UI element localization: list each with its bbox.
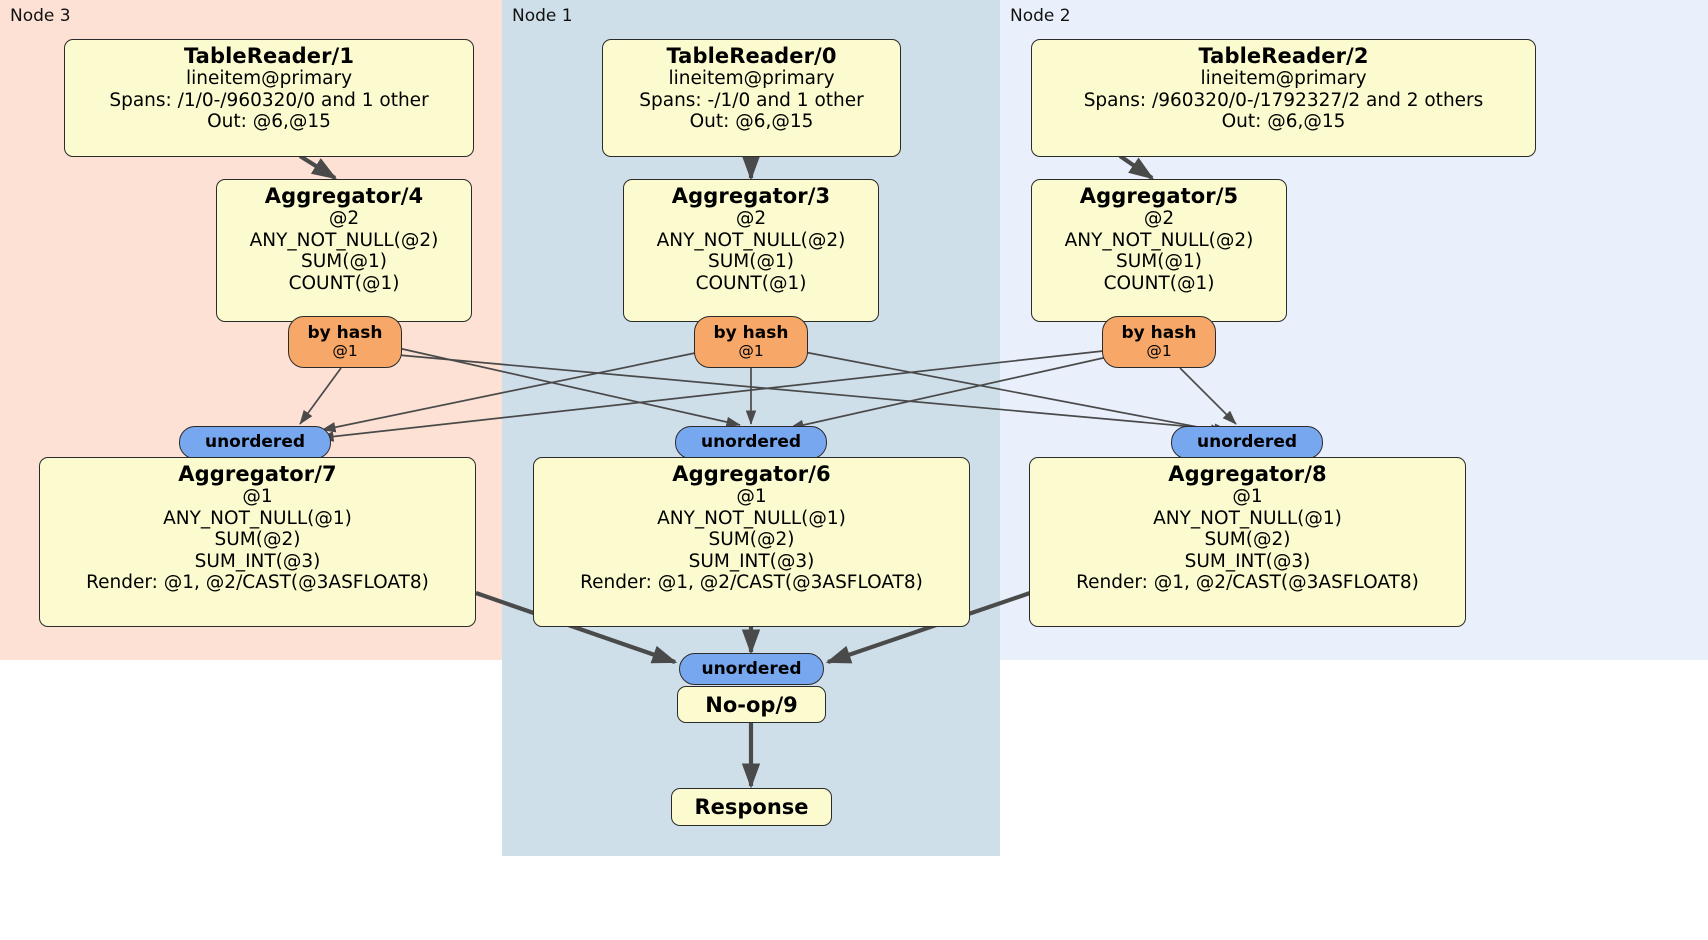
processor-tablereader-2[interactable]: TableReader/2 lineitem@primary Spans: /9… — [1031, 39, 1536, 157]
processor-title: Aggregator/5 — [1079, 184, 1239, 208]
processor-title: Aggregator/7 — [178, 462, 337, 486]
router-column-label: @1 — [738, 341, 764, 360]
processor-detail-line: SUM_INT(@3) — [688, 550, 815, 572]
processor-title: Aggregator/4 — [264, 184, 424, 208]
processor-aggregator-7[interactable]: Aggregator/7 @1 ANY_NOT_NULL(@1) SUM(@2)… — [39, 457, 476, 627]
processor-detail-line: @1 — [1232, 486, 1263, 508]
processor-tablereader-0[interactable]: TableReader/0 lineitem@primary Spans: -/… — [602, 39, 901, 157]
router-column-label: @1 — [1146, 341, 1172, 360]
router-by-hash-right[interactable]: by hash @1 — [1102, 316, 1216, 368]
processor-noop-9[interactable]: No-op/9 — [677, 686, 826, 723]
processor-title: TableReader/1 — [183, 44, 355, 68]
processor-detail-line: SUM_INT(@3) — [194, 550, 321, 572]
processor-tablereader-1[interactable]: TableReader/1 lineitem@primary Spans: /1… — [64, 39, 474, 157]
processor-title: TableReader/2 — [1198, 44, 1369, 68]
synchronizer-label: unordered — [204, 432, 306, 453]
processor-detail-line: lineitem@primary — [1200, 68, 1367, 90]
processor-detail-line: ANY_NOT_NULL(@1) — [163, 507, 352, 529]
processor-aggregator-5[interactable]: Aggregator/5 @2 ANY_NOT_NULL(@2) SUM(@1)… — [1031, 179, 1287, 322]
router-by-hash-center[interactable]: by hash @1 — [694, 316, 808, 368]
processor-detail-line: Render: @1, @2/CAST(@3ASFLOAT8) — [86, 572, 429, 594]
node-panel-label-node-2: Node 2 — [1010, 6, 1071, 26]
processor-title: Aggregator/3 — [671, 184, 831, 208]
synchronizer-label: unordered — [1196, 432, 1298, 453]
router-by-hash-left[interactable]: by hash @1 — [288, 316, 402, 368]
processor-detail-line: @2 — [328, 208, 360, 230]
processor-detail-line: ANY_NOT_NULL(@2) — [1064, 229, 1254, 251]
synchronizer-label: unordered — [701, 658, 802, 679]
synchronizer-unordered-center[interactable]: unordered — [675, 426, 827, 459]
processor-detail-line: COUNT(@1) — [288, 272, 400, 294]
processor-detail-line: lineitem@primary — [185, 68, 353, 90]
router-kind-label: by hash — [307, 323, 383, 344]
processor-detail-line: ANY_NOT_NULL(@1) — [657, 507, 846, 529]
processor-aggregator-3[interactable]: Aggregator/3 @2 ANY_NOT_NULL(@2) SUM(@1)… — [623, 179, 879, 322]
processor-detail-line: @1 — [736, 486, 767, 508]
processor-title: No-op/9 — [705, 692, 798, 717]
processor-detail-line: Out: @6,@15 — [689, 111, 814, 133]
processor-detail-line: SUM(@2) — [214, 529, 301, 551]
processor-detail-line: ANY_NOT_NULL(@1) — [1153, 507, 1342, 529]
synchronizer-unordered-right[interactable]: unordered — [1171, 426, 1323, 459]
processor-detail-line: SUM(@2) — [708, 529, 795, 551]
router-kind-label: by hash — [713, 323, 789, 344]
processor-detail-line: Spans: /1/0-/960320/0 and 1 other — [109, 89, 429, 111]
processor-detail-line: Spans: -/1/0 and 1 other — [639, 89, 864, 111]
router-column-label: @1 — [332, 341, 358, 360]
processor-detail-line: Spans: /960320/0-/1792327/2 and 2 others — [1083, 89, 1484, 111]
processor-detail-line: COUNT(@1) — [1103, 272, 1215, 294]
processor-detail-line: Render: @1, @2/CAST(@3ASFLOAT8) — [580, 572, 923, 594]
processor-detail-line: Out: @6,@15 — [207, 111, 331, 133]
processor-aggregator-6[interactable]: Aggregator/6 @1 ANY_NOT_NULL(@1) SUM(@2)… — [533, 457, 970, 627]
synchronizer-unordered-left[interactable]: unordered — [179, 426, 331, 459]
processor-detail-line: SUM(@2) — [1204, 529, 1291, 551]
synchronizer-label: unordered — [700, 432, 802, 453]
processor-detail-line: SUM(@1) — [301, 251, 387, 273]
processor-detail-line: lineitem@primary — [668, 68, 835, 90]
processor-title: Aggregator/8 — [1168, 462, 1327, 486]
processor-aggregator-4[interactable]: Aggregator/4 @2 ANY_NOT_NULL(@2) SUM(@1)… — [216, 179, 472, 322]
processor-detail-line: @2 — [735, 208, 767, 230]
processor-aggregator-8[interactable]: Aggregator/8 @1 ANY_NOT_NULL(@1) SUM(@2)… — [1029, 457, 1466, 627]
processor-detail-line: Out: @6,@15 — [1221, 111, 1346, 133]
processor-detail-line: Render: @1, @2/CAST(@3ASFLOAT8) — [1076, 572, 1419, 594]
router-kind-label: by hash — [1121, 323, 1197, 344]
processor-detail-line: @1 — [242, 486, 273, 508]
processor-title: TableReader/0 — [666, 44, 837, 68]
processor-detail-line: SUM(@1) — [708, 251, 794, 273]
processor-response[interactable]: Response — [671, 788, 832, 826]
processor-detail-line: @2 — [1143, 208, 1175, 230]
processor-detail-line: ANY_NOT_NULL(@2) — [249, 229, 439, 251]
processor-title: Aggregator/6 — [672, 462, 831, 486]
node-panel-label-node-3: Node 3 — [10, 6, 71, 26]
processor-detail-line: COUNT(@1) — [695, 272, 807, 294]
synchronizer-unordered-final[interactable]: unordered — [679, 653, 824, 685]
processor-title: Response — [694, 795, 809, 819]
node-panel-label-node-1: Node 1 — [512, 6, 573, 26]
processor-detail-line: SUM_INT(@3) — [1184, 550, 1311, 572]
processor-detail-line: ANY_NOT_NULL(@2) — [656, 229, 846, 251]
processor-detail-line: SUM(@1) — [1116, 251, 1202, 273]
